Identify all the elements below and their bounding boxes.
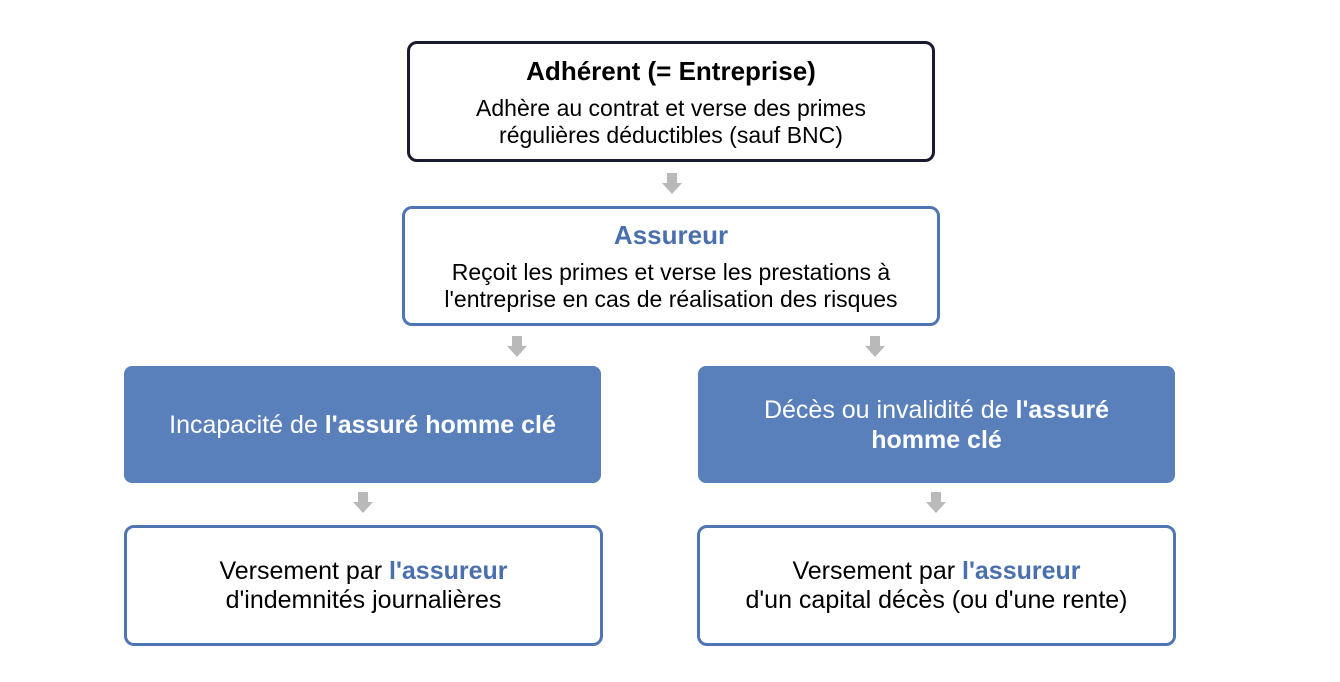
arrow-down-icon <box>926 492 946 514</box>
arrow-down-icon <box>353 492 373 514</box>
versement-right-prefix: Versement par <box>792 556 962 585</box>
adherent-desc-line1: Adhère au contrat et verse des primes <box>476 94 866 121</box>
incapacite-text-bold: l'assuré homme clé <box>324 410 556 439</box>
deces-text-bold-1: l'assuré <box>1015 395 1110 424</box>
adherent-desc-line2: régulières déductibles (sauf BNC) <box>499 121 843 148</box>
arrow-down-icon <box>865 336 885 358</box>
adherent-box: Adhérent (= Entreprise) Adhère au contra… <box>407 41 935 162</box>
assureur-box: Assureur Reçoit les primes et verse les … <box>402 206 940 326</box>
versement-right-line2: d'un capital décès (ou d'une rente) <box>745 585 1128 614</box>
versement-left-highlight: l'assureur <box>389 556 508 585</box>
versement-left-line1: Versement par l'assureur <box>219 557 507 586</box>
versement-right-highlight: l'assureur <box>962 556 1081 585</box>
assureur-title: Assureur <box>613 220 729 250</box>
incapacite-text-plain: Incapacité de <box>169 410 325 439</box>
deces-text-line1: Décès ou invalidité de l'assuré <box>764 395 1109 425</box>
deces-text-bold-2: homme clé <box>871 425 1002 454</box>
deces-box: Décès ou invalidité de l'assuré homme cl… <box>698 366 1175 483</box>
versement-left-line2: d'indemnités journalières <box>225 585 502 614</box>
incapacite-text: Incapacité de l'assuré homme clé <box>169 410 556 440</box>
arrow-down-icon <box>507 336 527 358</box>
assureur-desc-line1: Reçoit les primes et verse les prestatio… <box>451 259 891 285</box>
adherent-title: Adhérent (= Entreprise) <box>526 55 816 86</box>
versement-right-line1: Versement par l'assureur <box>792 557 1080 586</box>
versement-right-box: Versement par l'assureur d'un capital dé… <box>697 525 1176 646</box>
arrow-down-icon <box>662 173 682 195</box>
versement-left-prefix: Versement par <box>219 556 389 585</box>
incapacite-box: Incapacité de l'assuré homme clé <box>124 366 601 483</box>
deces-text-plain: Décès ou invalidité de <box>763 395 1016 424</box>
versement-left-box: Versement par l'assureur d'indemnités jo… <box>124 525 603 646</box>
assureur-desc-line2: l'entreprise en cas de réalisation des r… <box>444 286 898 312</box>
